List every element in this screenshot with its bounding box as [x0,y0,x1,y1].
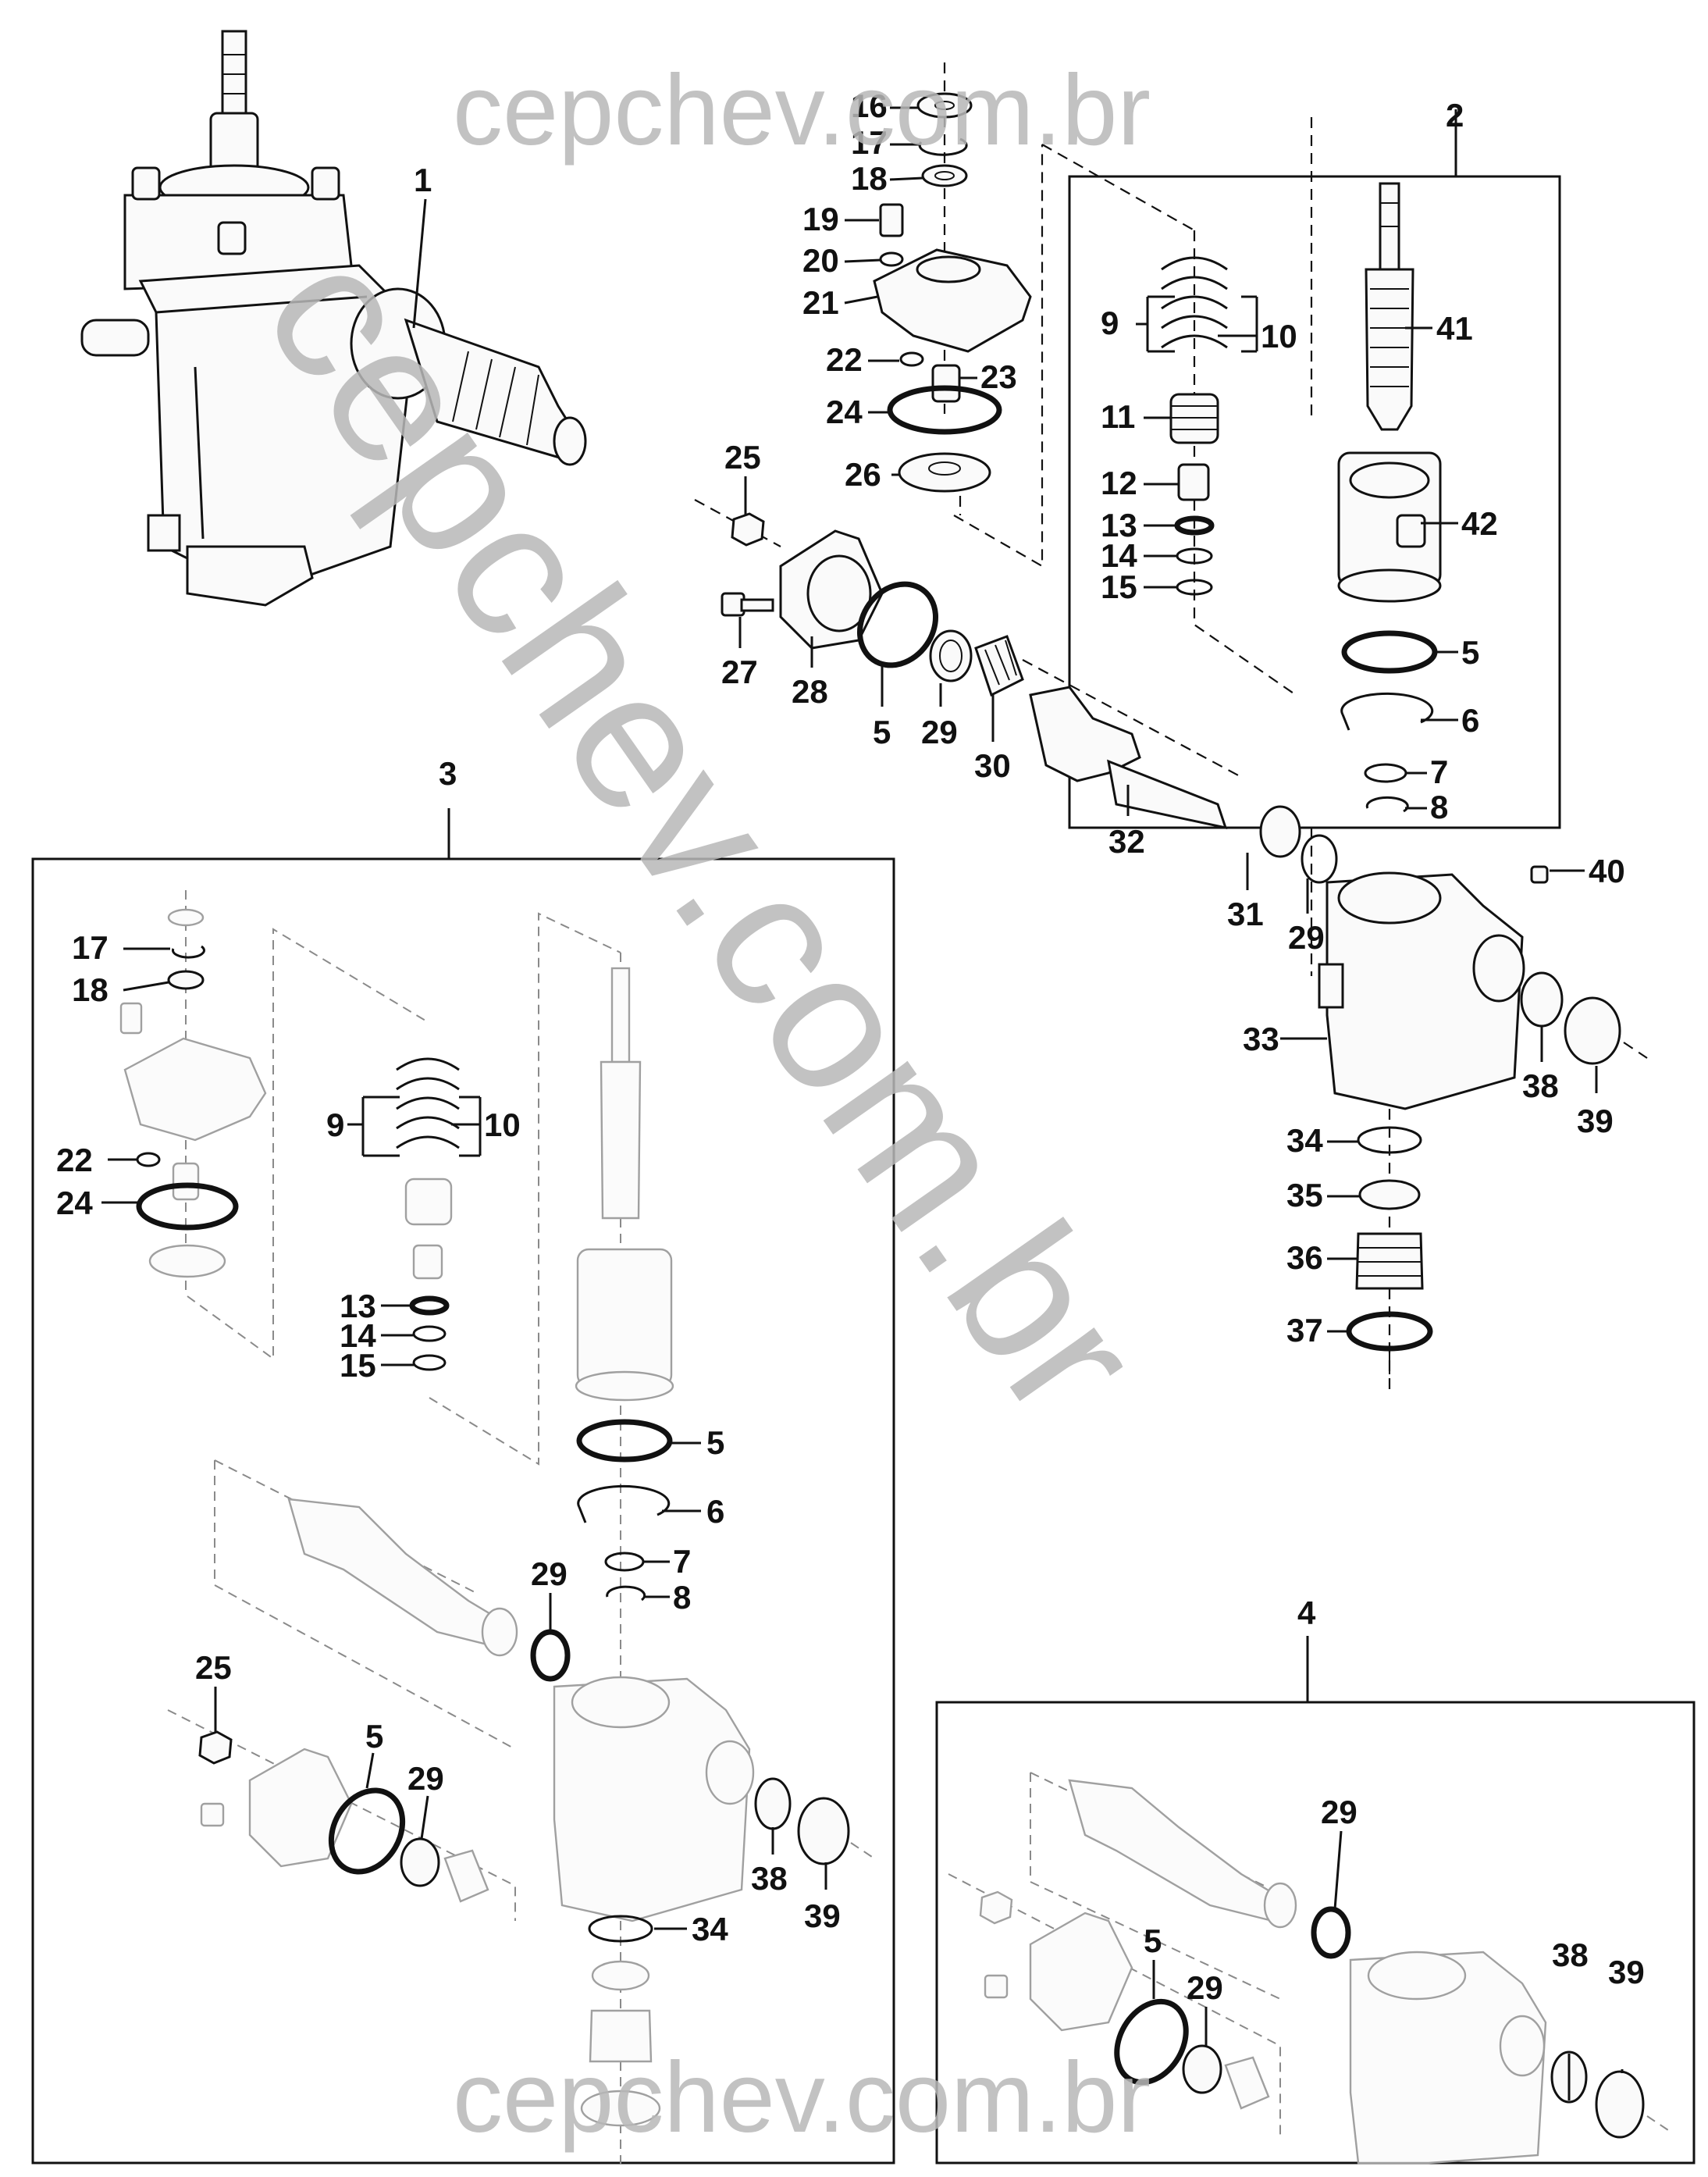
callout-34: 34 [1286,1122,1323,1159]
callout-4: 4 [1297,1594,1316,1631]
callout-29-kit4-upper: 29 [1321,1794,1358,1830]
callout-18-kit3: 18 [72,971,109,1008]
callout-21: 21 [802,284,839,321]
steering-gear-assembly [80,30,587,607]
callout-24: 24 [826,394,863,430]
callout-37: 37 [1286,1312,1323,1349]
callout-15-kit2: 15 [1101,568,1137,605]
callout-18: 18 [851,160,888,197]
callout-14-kit3: 14 [340,1317,376,1354]
callout-2: 2 [1446,97,1464,134]
callout-32: 32 [1108,823,1145,860]
leader-lines [101,106,1624,2100]
callout-17-kit3: 17 [72,929,109,966]
kit-3-parts [119,890,875,2171]
callout-12: 12 [1101,465,1137,501]
watermark-bottom: cepchev.com.br [453,2042,1151,2154]
callout-34-kit3: 34 [692,1911,728,1947]
callout-22: 22 [826,341,863,378]
kit-box-3 [31,808,895,2165]
callout-25-kit3: 25 [195,1649,232,1686]
callout-1: 1 [414,162,432,198]
callout-26: 26 [845,456,881,493]
side-cover-and-shaft-parts [694,499,1338,884]
watermark-top: cepchev.com.br [453,55,1151,166]
callouts-kit-3: 3 17 18 9 10 22 24 13 14 15 5 6 7 8 29 2… [56,755,841,1947]
callout-29-kit3-upper: 29 [531,1555,568,1592]
kit-4-parts [948,1772,1671,2165]
callout-16: 16 [851,87,888,124]
callout-38-kit3: 38 [751,1860,788,1897]
callout-28: 28 [792,673,828,710]
callout-10-kit3: 10 [484,1106,521,1143]
callout-20: 20 [802,242,839,279]
callout-31: 31 [1227,896,1264,932]
callout-5-kit3-lower: 5 [365,1718,383,1755]
callout-17: 17 [851,124,888,161]
callouts-kit-2: 2 9 10 41 11 12 42 13 14 15 5 6 7 8 [1101,97,1498,825]
callout-30: 30 [974,747,1011,784]
callout-5-kit3-upper: 5 [706,1424,724,1461]
callout-33: 33 [1243,1021,1279,1057]
callout-25: 25 [724,439,761,476]
callout-11: 11 [1101,398,1135,435]
callout-35: 35 [1286,1177,1323,1213]
callout-38-kit4: 38 [1552,1936,1589,1973]
callout-14-kit2: 14 [1101,537,1137,574]
callout-42: 42 [1461,505,1498,542]
callout-23: 23 [980,358,1017,395]
callout-6-kit3: 6 [706,1493,724,1530]
callout-6-kit2: 6 [1461,702,1479,739]
callout-8-kit2: 8 [1430,789,1448,825]
callout-5-kit4: 5 [1144,1922,1162,1959]
kit-box-4 [935,1636,1696,2165]
callout-5-kit2: 5 [1461,634,1479,671]
callout-7-kit3: 7 [673,1543,691,1580]
upper-stack-parts [873,62,1195,568]
kit-box-2 [1068,109,1561,829]
callout-7-kit2: 7 [1430,754,1448,790]
callout-29-kit4-lower: 29 [1187,1969,1223,2006]
callout-40: 40 [1589,853,1625,889]
callout-39-kit3: 39 [804,1897,841,1934]
callout-19: 19 [802,201,839,237]
housing-and-bottom-parts [1318,865,1648,1390]
callout-29-kit3-lower: 29 [407,1760,444,1797]
callout-9-kit2: 9 [1101,305,1119,341]
callout-5-main: 5 [873,714,891,750]
callout-13-kit2: 13 [1101,507,1137,543]
callout-3: 3 [439,755,457,792]
callout-10-kit2: 10 [1261,318,1297,355]
callout-15-kit3: 15 [340,1347,376,1384]
watermark-diagonal: cepchev.com.br [224,211,1184,1452]
callout-24-kit3: 24 [56,1185,93,1221]
callout-36: 36 [1286,1239,1323,1276]
callout-13-kit3: 13 [340,1288,376,1324]
callout-38-main: 38 [1522,1067,1559,1104]
callout-8-kit3: 8 [673,1579,691,1616]
callout-39-kit4: 39 [1608,1954,1645,1990]
callout-29-main: 29 [921,714,958,750]
callouts-kit-4: 4 29 5 29 38 39 [1144,1594,1645,2006]
callout-39-main: 39 [1577,1103,1614,1139]
callout-27: 27 [721,654,758,690]
callout-22-kit3: 22 [56,1142,93,1178]
callout-29-lower: 29 [1288,919,1325,956]
callout-41: 41 [1436,310,1473,347]
callouts-main: 1 16 17 18 19 20 21 22 23 24 25 26 27 28… [414,87,1625,1349]
callout-9-kit3: 9 [326,1106,344,1143]
kit-2-parts [1161,117,1442,976]
